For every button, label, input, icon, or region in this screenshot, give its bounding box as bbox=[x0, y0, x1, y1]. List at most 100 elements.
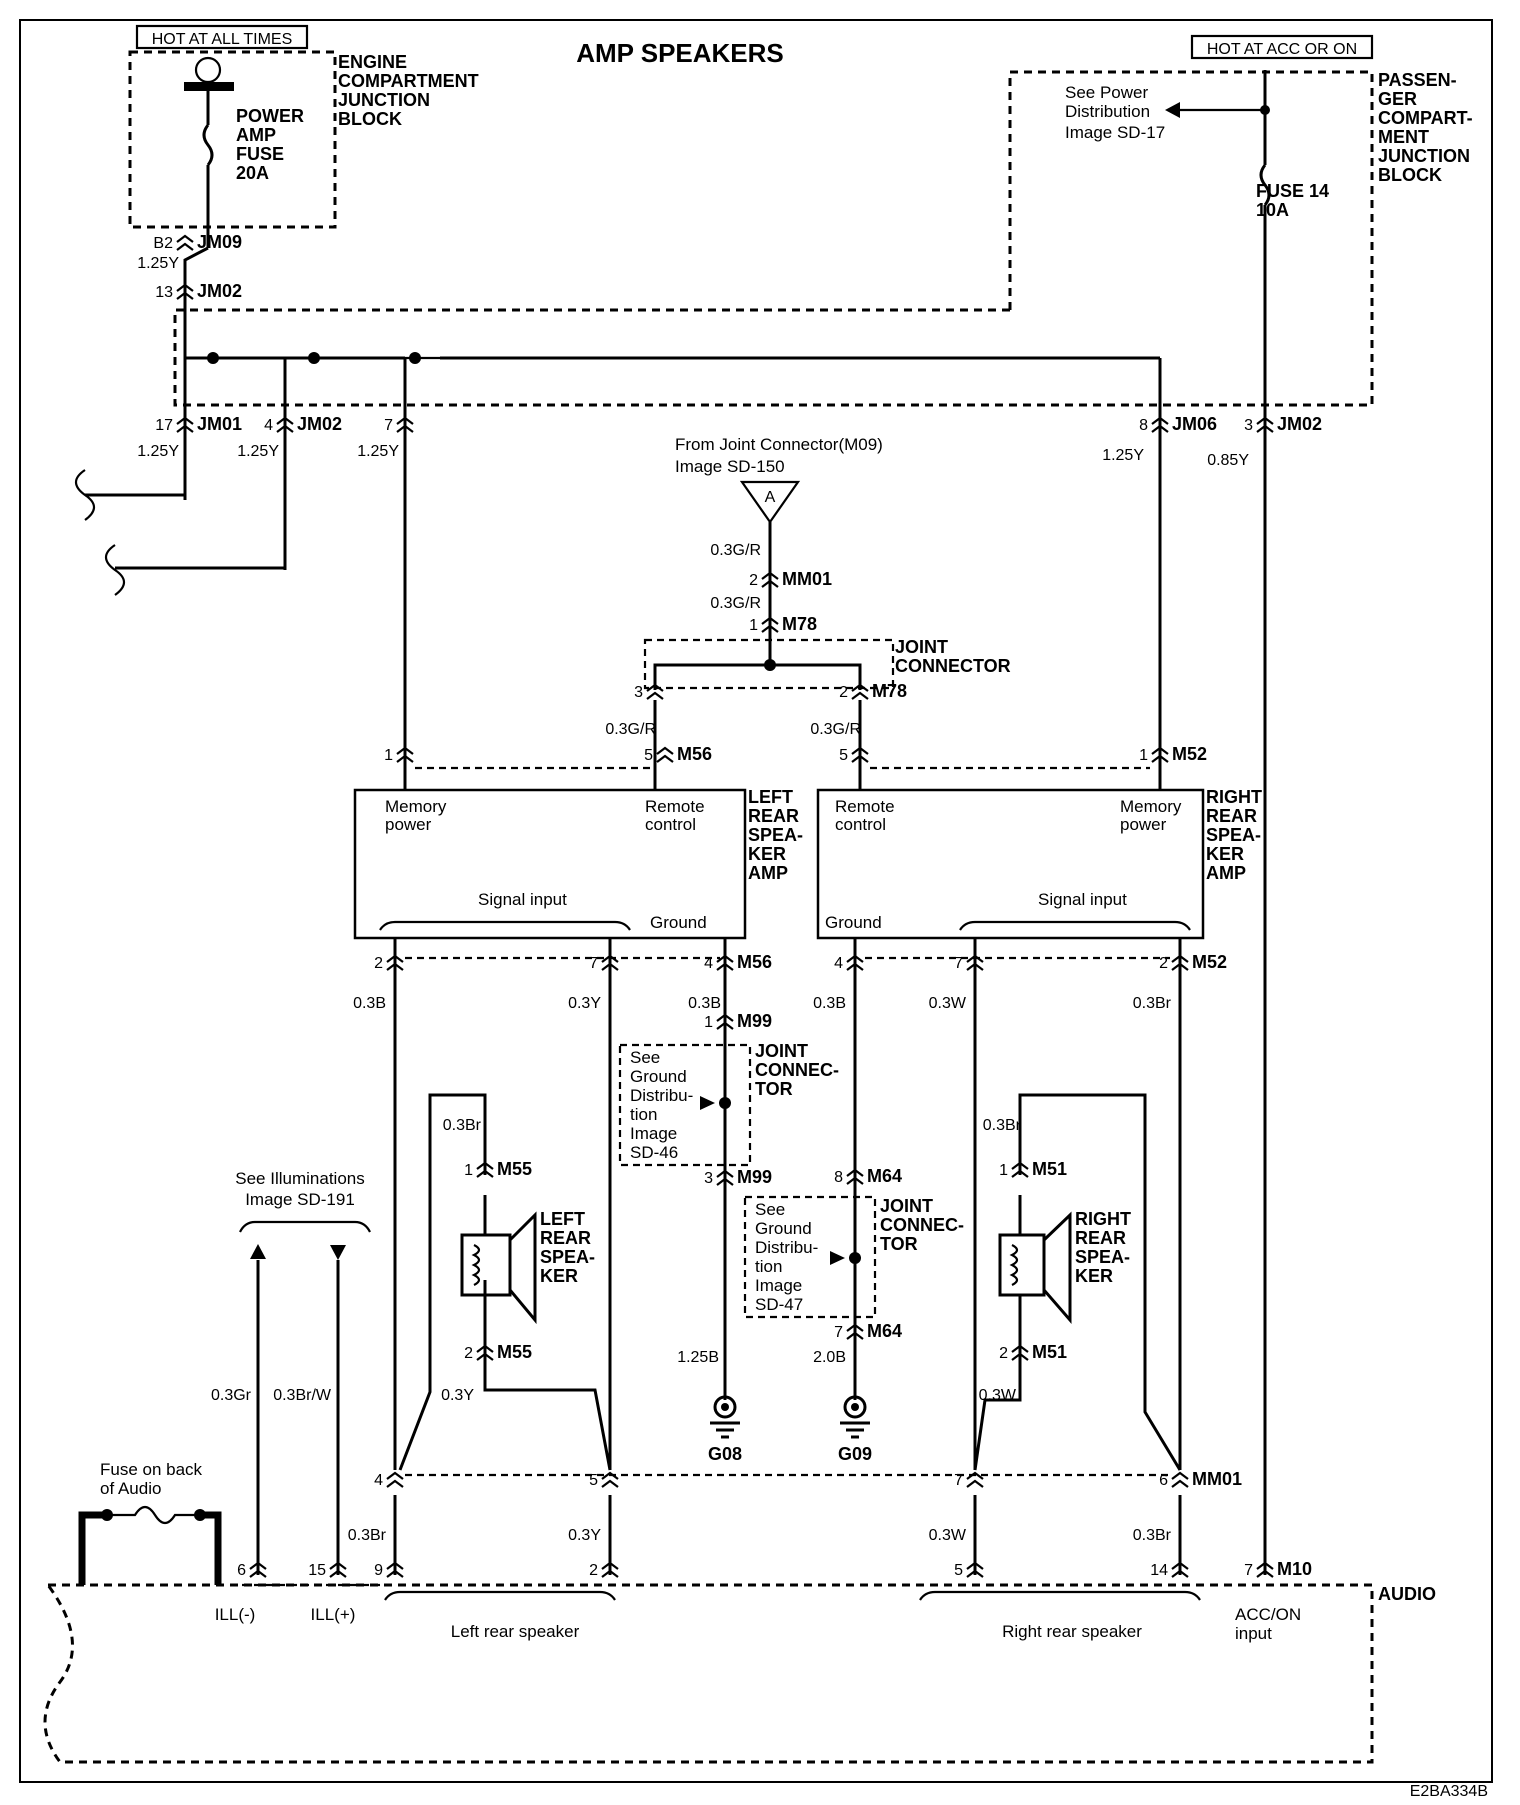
ground-line: SD-46 bbox=[630, 1143, 678, 1162]
ground-dist-arrow-icon bbox=[830, 1251, 845, 1265]
connector-name: M99 bbox=[737, 1167, 772, 1187]
wire-label: 0.3W bbox=[929, 995, 967, 1012]
ecjb-label: ENGINE COMPARTMENT JUNCTION BLOCK bbox=[338, 52, 479, 129]
connector-chevron-icon bbox=[386, 954, 404, 971]
ground-line: Distribu- bbox=[630, 1086, 693, 1105]
amp-name-line: KER bbox=[1206, 844, 1244, 864]
fuse14-icon bbox=[1259, 164, 1271, 206]
connector-name: M64 bbox=[867, 1321, 902, 1341]
connector-pin: 2 bbox=[749, 572, 758, 589]
connector-chevron-icon bbox=[646, 683, 664, 700]
connector-pin-5: 5 bbox=[839, 746, 869, 764]
connector-chevron-icon bbox=[249, 1561, 267, 1578]
joint-connector-m78 bbox=[643, 638, 895, 690]
connector-pin: 7 bbox=[589, 955, 598, 972]
connector-chevron-icon bbox=[761, 571, 779, 588]
power-amp-fuse-icon bbox=[202, 124, 214, 166]
wire-label: 0.3Br bbox=[1133, 1527, 1172, 1544]
connector-chevron-icon bbox=[386, 1471, 404, 1488]
amp-ground-label: Ground bbox=[825, 913, 882, 932]
hot-at-all-times-label: HOT AT ALL TIMES bbox=[152, 31, 293, 48]
amp-name-line: LEFT bbox=[748, 787, 793, 807]
amp-name-line: KER bbox=[748, 844, 786, 864]
connector-pin: 17 bbox=[155, 417, 173, 434]
hot-at-acc-box bbox=[1190, 34, 1374, 60]
from-joint-label: From Joint Connector(M09) Image SD-150 bbox=[675, 435, 883, 476]
connector-pin-2: 2 bbox=[374, 954, 404, 972]
ecjb-line: ENGINE bbox=[338, 52, 407, 72]
amp-remote-label: Remote bbox=[835, 797, 895, 816]
connector-name: MM01 bbox=[1192, 1469, 1242, 1489]
connector-pin: 14 bbox=[1150, 1562, 1168, 1579]
connector-chevron-icon bbox=[176, 234, 194, 251]
connector-chevron-icon bbox=[476, 1344, 494, 1361]
connector-chevron-icon bbox=[396, 416, 414, 433]
joint-line: JOINT bbox=[895, 637, 948, 657]
wire-label: 0.3G/R bbox=[605, 721, 656, 738]
connector-pin-7: 7 bbox=[589, 954, 619, 972]
connector-pin-2: 2 bbox=[589, 1561, 619, 1579]
connector-pin-9: 9 bbox=[374, 1561, 404, 1579]
connector-pin-7: 7 bbox=[954, 954, 984, 972]
illum-arrow-up-icon bbox=[250, 1244, 266, 1259]
connector-pin: 7 bbox=[384, 417, 393, 434]
ground-line: tion bbox=[755, 1257, 782, 1276]
speaker-name-line: RIGHT bbox=[1075, 1209, 1131, 1229]
connector-name: M55 bbox=[497, 1159, 532, 1179]
ground-line: Ground bbox=[630, 1067, 687, 1086]
connector-pin: 1 bbox=[464, 1162, 473, 1179]
ecjb-line: COMPARTMENT bbox=[338, 71, 479, 91]
connector-chevron-icon bbox=[716, 1169, 734, 1186]
connector-pin: 8 bbox=[834, 1169, 843, 1186]
connector-chevron-icon bbox=[1151, 746, 1169, 763]
audio-fuse-icon bbox=[78, 1505, 222, 1585]
connector-name: M52 bbox=[1172, 744, 1207, 764]
connector-chevron-icon bbox=[656, 746, 674, 763]
ecjb-line: JUNCTION bbox=[338, 90, 430, 110]
joint-connector-m64 bbox=[743, 1195, 877, 1319]
ground-line: Image bbox=[630, 1124, 677, 1143]
connector-chevron-icon bbox=[966, 1561, 984, 1578]
connector-pin: 2 bbox=[839, 684, 848, 701]
wire-label: 0.3G/R bbox=[710, 542, 761, 559]
wire-label: 1.25Y bbox=[357, 443, 399, 460]
audio-acc-line: ACC/ON bbox=[1235, 1605, 1301, 1624]
left-speaker-name: LEFT REAR SPEA- KER bbox=[540, 1209, 595, 1286]
wire-label: 0.3Y bbox=[568, 1527, 601, 1544]
connector-pin: B2 bbox=[153, 235, 173, 252]
diagram-title: AMP SPEAKERS bbox=[576, 38, 784, 68]
connector-chevron-icon bbox=[846, 1168, 864, 1185]
joint-line: CONNECTOR bbox=[895, 656, 1011, 676]
joint-line: JOINT bbox=[880, 1196, 933, 1216]
power-amp-fuse-label: POWER AMP FUSE 20A bbox=[236, 106, 304, 183]
connector-pin: 1 bbox=[384, 747, 393, 764]
speaker-name-line: REAR bbox=[1075, 1228, 1126, 1248]
connector-chevron-icon bbox=[176, 416, 194, 433]
power-dist-line: Distribution bbox=[1065, 102, 1150, 121]
amp-memory-label: Memory bbox=[1120, 797, 1182, 816]
connector-name: JM02 bbox=[297, 414, 342, 434]
amp-signal-label: Signal input bbox=[1038, 890, 1127, 909]
fuse-line: POWER bbox=[236, 106, 304, 126]
connector-name: M51 bbox=[1032, 1159, 1067, 1179]
wire-label: 0.3W bbox=[929, 1527, 967, 1544]
ground-line: Distribu- bbox=[755, 1238, 818, 1257]
pcjb-line: GER bbox=[1378, 89, 1417, 109]
connector-pin: 1 bbox=[704, 1014, 713, 1031]
joint-connector-m99 bbox=[618, 1043, 752, 1167]
connector-pin: 6 bbox=[237, 1562, 246, 1579]
illum-line: Image SD-191 bbox=[245, 1190, 355, 1209]
see-ground-47-label: See Ground Distribu- tion Image SD-47 bbox=[755, 1200, 818, 1314]
audio-left-rear: Left rear speaker bbox=[451, 1622, 580, 1641]
connector-name: M56 bbox=[677, 744, 712, 764]
